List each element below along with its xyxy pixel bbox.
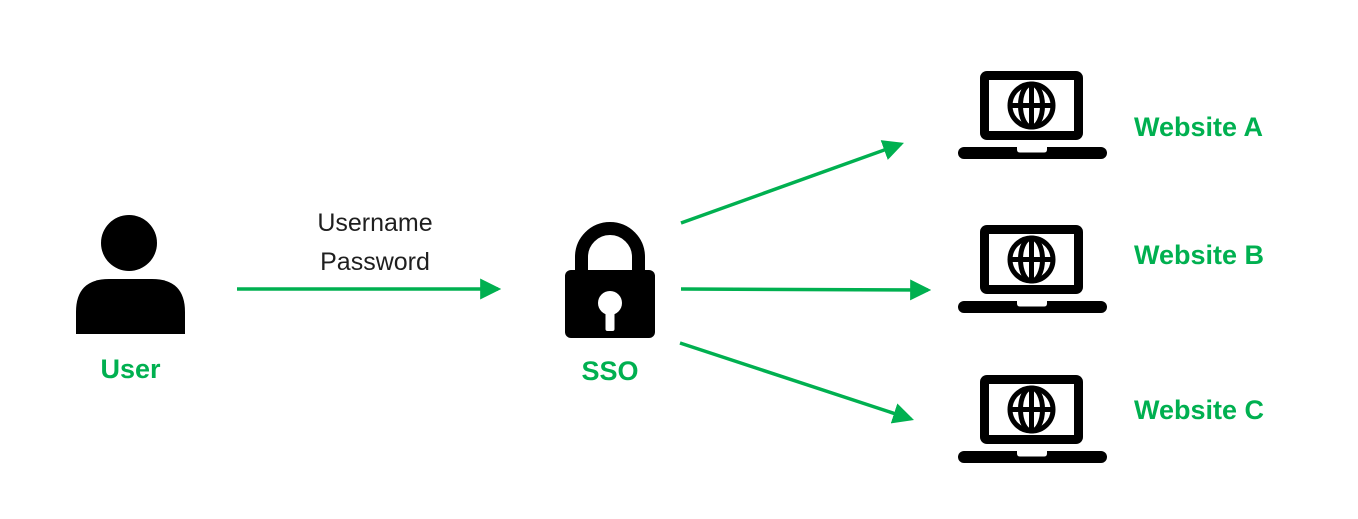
user-label: User xyxy=(100,354,161,384)
arrow-sso-to-website-b xyxy=(680,279,932,301)
arrow-sso-to-website-c xyxy=(679,341,914,424)
credentials-label: Username Password xyxy=(285,204,465,282)
credentials-password: Password xyxy=(320,248,430,276)
website-a-laptop-icon xyxy=(958,71,1107,159)
website-c-laptop-icon xyxy=(958,375,1107,463)
sso-lock-icon xyxy=(565,222,655,338)
website-b-label: Website B xyxy=(1134,240,1265,270)
user-icon xyxy=(76,215,185,334)
website-c-label: Website C xyxy=(1134,395,1265,425)
arrow-sso-to-website-a xyxy=(680,140,904,225)
website-a-label: Website A xyxy=(1134,112,1264,142)
website-b-laptop-icon xyxy=(958,225,1107,313)
credentials-username: Username xyxy=(317,209,433,237)
sso-label: SSO xyxy=(581,356,639,386)
